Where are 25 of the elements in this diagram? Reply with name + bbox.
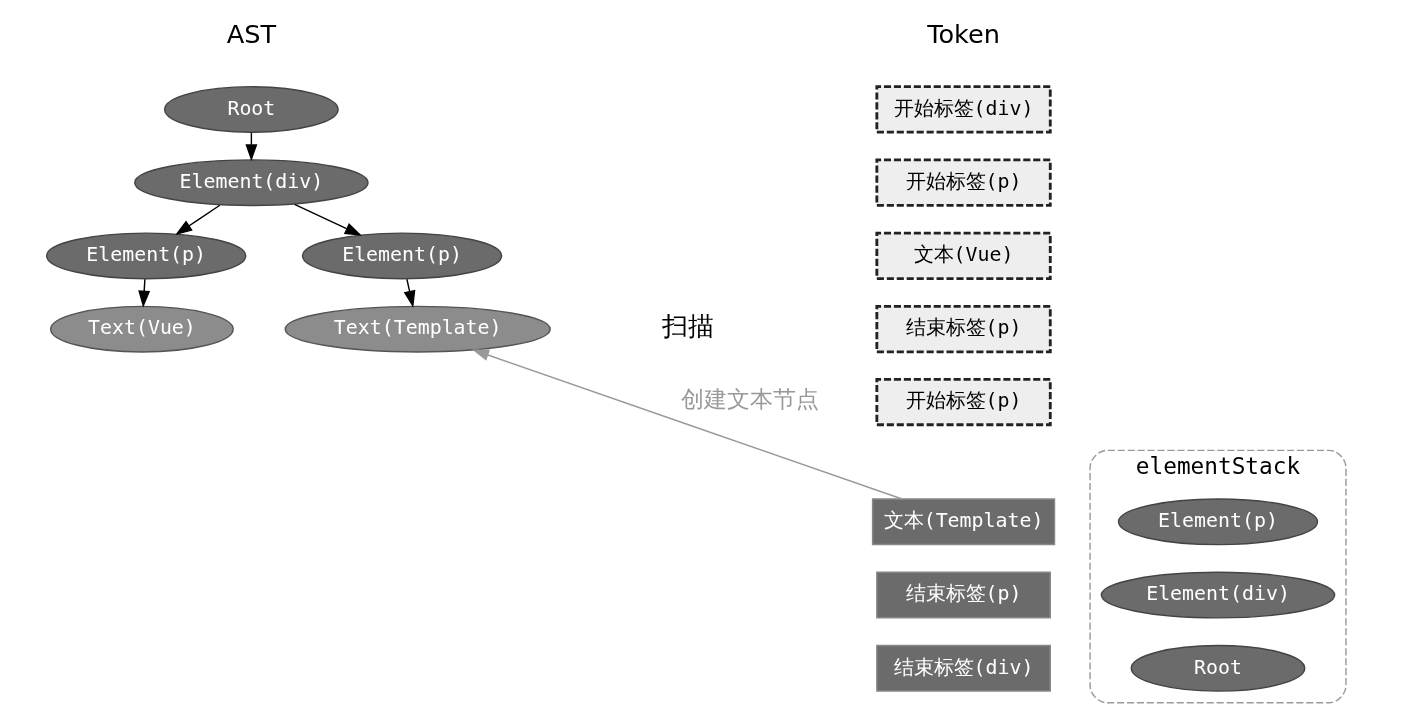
node-box: 开始标签(p) xyxy=(875,158,1052,207)
node-box: 开始标签(div) xyxy=(875,85,1052,134)
node-ellipse: Element(p) xyxy=(45,232,247,280)
node-box: 开始标签(p) xyxy=(875,377,1052,427)
node-box: 结束标签(p) xyxy=(876,571,1051,619)
arrow xyxy=(403,278,416,308)
label: Token xyxy=(927,18,1000,49)
node-ellipse: Element(div) xyxy=(134,159,369,207)
node-box: 结束标签(div) xyxy=(876,644,1051,692)
arrow xyxy=(472,349,903,500)
label: 扫描 xyxy=(661,311,714,342)
node-ellipse: Text(Template) xyxy=(284,305,551,353)
node-box: 结束标签(p) xyxy=(875,305,1052,354)
arrow xyxy=(293,203,362,236)
node-ellipse: Element(div) xyxy=(1100,571,1336,619)
node-ellipse: Element(p) xyxy=(1117,498,1319,546)
node-box: 文本(Vue) xyxy=(875,231,1052,281)
node-ellipse: Root xyxy=(163,85,339,133)
arrow xyxy=(175,204,221,236)
node-ellipse: Root xyxy=(1130,644,1306,692)
node-ellipse: Element(p) xyxy=(301,232,503,280)
label: AST xyxy=(226,18,277,49)
node-ellipse: Text(Vue) xyxy=(49,305,234,353)
node-box: 文本(Template) xyxy=(871,498,1056,546)
edge-label: 创建文本节点 xyxy=(680,386,819,413)
